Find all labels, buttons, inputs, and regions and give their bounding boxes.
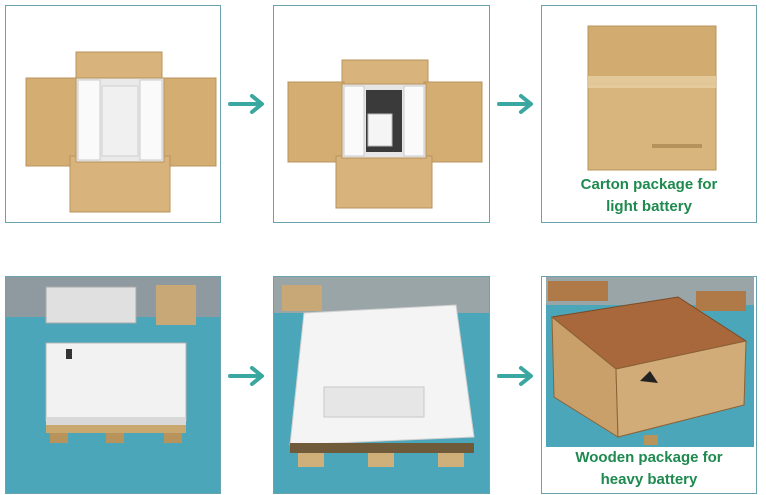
- panel-wooden-package: Wooden package for heavy battery: [541, 276, 757, 494]
- arrow-right-icon: [228, 94, 264, 114]
- foam-wrapped-battery-illustration: [274, 277, 489, 493]
- arrow-right-icon: [497, 366, 533, 386]
- open-carton-illustration: [25, 51, 217, 213]
- arrow-right-icon: [497, 94, 533, 114]
- panel-open-carton-with-battery: [273, 5, 490, 223]
- wooden-crate-illustration: [546, 277, 754, 447]
- panel-battery-on-pallet: [5, 276, 221, 494]
- wooden-caption-line2: heavy battery: [600, 471, 698, 488]
- wooden-caption-line1: Wooden package for: [575, 449, 723, 466]
- carton-caption-line2: light battery: [606, 198, 692, 215]
- panel-carton-package: Carton package for light battery: [541, 5, 757, 223]
- open-carton-battery-illustration: [287, 59, 483, 209]
- arrow-right-icon: [228, 366, 264, 386]
- carton-caption-line1: Carton package for: [580, 176, 718, 193]
- panel-foam-wrapped-battery: [273, 276, 490, 494]
- closed-carton-illustration: [587, 25, 717, 171]
- panel-open-carton-empty: [5, 5, 221, 223]
- battery-on-pallet-illustration: [6, 277, 220, 493]
